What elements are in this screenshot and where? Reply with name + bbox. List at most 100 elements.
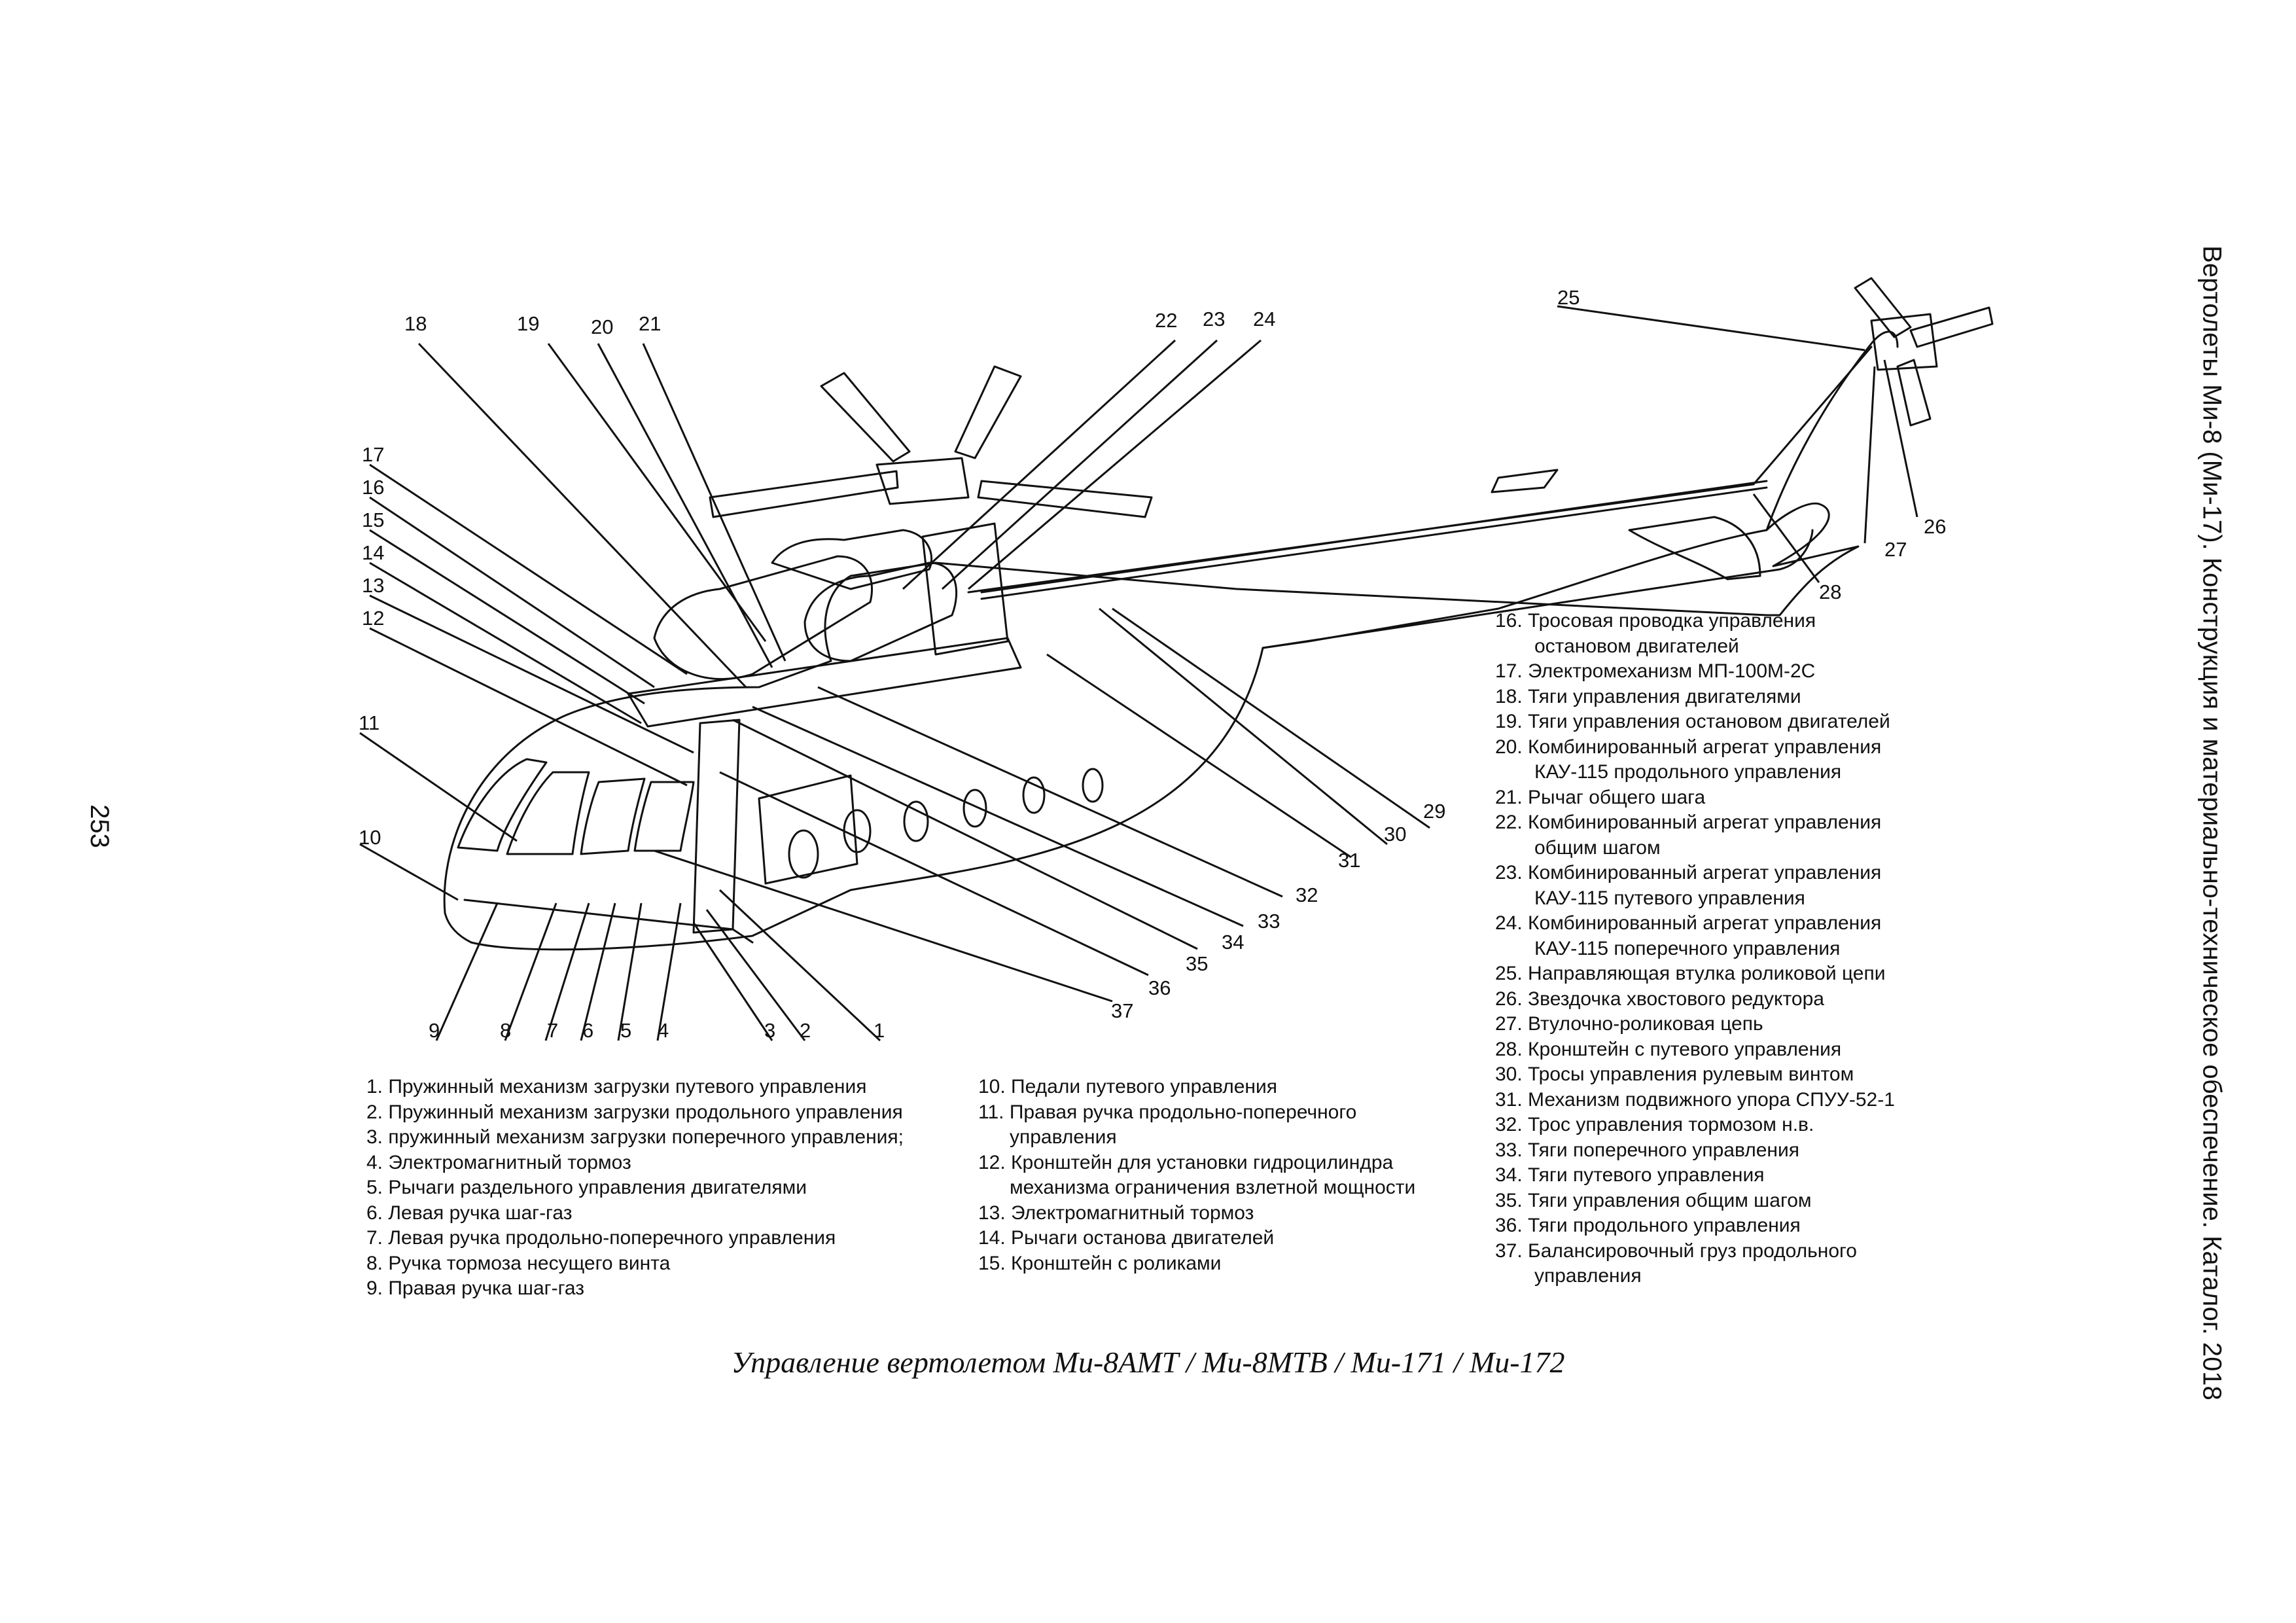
tail-rotor-hub xyxy=(1870,313,1938,371)
tail-rotor-blade xyxy=(1896,359,1932,427)
callout-28: 28 xyxy=(1819,580,1841,603)
legend-item: 11. Правая ручка продольно-поперечного xyxy=(978,1101,1357,1123)
tail-boom-lower xyxy=(1262,529,1814,649)
porthole xyxy=(843,809,872,853)
callout-11: 11 xyxy=(359,711,380,734)
callout-4: 4 xyxy=(658,1019,669,1042)
legend-item: 26. Звездочка хвостового редуктора xyxy=(1495,988,1824,1010)
callout-14: 14 xyxy=(362,541,384,564)
callout-8: 8 xyxy=(500,1019,511,1042)
tail-fin xyxy=(1765,330,1899,531)
legend-item: 25. Направляющая втулка роликовой цепи xyxy=(1495,963,1886,984)
legend-item: 14. Рычаги останова двигателей xyxy=(978,1227,1275,1249)
callout-34: 34 xyxy=(1222,931,1244,954)
callout-3: 3 xyxy=(764,1019,775,1042)
callout-17: 17 xyxy=(362,443,384,466)
callout-36: 36 xyxy=(1148,976,1171,999)
legend-item-continuation: управления xyxy=(1010,1126,1117,1148)
porthole xyxy=(788,829,819,879)
callout-27: 27 xyxy=(1884,538,1907,561)
legend-item: 27. Втулочно-роликовая цепь xyxy=(1495,1013,1763,1035)
legend-item: 13. Электромагнитный тормоз xyxy=(978,1202,1254,1224)
stabilizer-top xyxy=(1491,469,1559,493)
legend-item: 18. Тяги управления двигателями xyxy=(1495,685,1801,707)
legend-item: 1. Пружинный механизм загрузки путевого … xyxy=(366,1076,867,1097)
legend-item-continuation: остановом двигателей xyxy=(1534,635,1739,657)
callout-15: 15 xyxy=(362,508,384,531)
cockpit-window xyxy=(457,758,548,852)
callout-6: 6 xyxy=(582,1019,593,1042)
main-rotor-blade xyxy=(954,365,1022,459)
legend-item: 3. пружинный механизм загрузки поперечно… xyxy=(366,1126,904,1148)
legend-item: 36. Тяги продольного управления xyxy=(1495,1215,1801,1236)
porthole xyxy=(963,789,987,828)
legend-item-continuation: КАУ-115 путевого управления xyxy=(1534,887,1805,909)
callout-21: 21 xyxy=(639,312,661,335)
legend-item: 4. Электромагнитный тормоз xyxy=(366,1151,631,1173)
porthole xyxy=(903,800,929,842)
tail-rotor-blade xyxy=(1854,277,1912,338)
legend-item: 16. Тросовая проводка управления xyxy=(1495,610,1816,632)
legend-item-continuation: общим шагом xyxy=(1534,836,1661,859)
legend-item: 17. Электромеханизм МП-100М-2С xyxy=(1495,660,1816,682)
rotor-hub xyxy=(875,457,970,505)
stabilizer xyxy=(1628,516,1761,580)
callout-32: 32 xyxy=(1296,883,1318,906)
cockpit-window xyxy=(506,771,590,855)
callout-33: 33 xyxy=(1258,910,1280,933)
engine-right xyxy=(804,562,957,662)
legend-item: 31. Механизм подвижного упора СПУУ-52-1 xyxy=(1495,1088,1895,1111)
tail-rotor-blade xyxy=(1909,306,1994,348)
callout-37: 37 xyxy=(1111,999,1133,1022)
legend-column-2: 10. Педали путевого управления 11. Правая… xyxy=(978,1075,1415,1276)
legend-item: 34. Тяги путевого управления xyxy=(1495,1164,1765,1186)
legend-item: 2. Пружинный механизм загрузки продольно… xyxy=(366,1101,903,1123)
legend-item: 6. Левая ручка шаг-газ xyxy=(366,1202,573,1224)
callout-16: 16 xyxy=(362,476,384,499)
legend-item: 23. Комбинированный агрегат управления xyxy=(1495,862,1882,883)
main-rotor-blade xyxy=(977,480,1153,518)
tail-boom-upper xyxy=(967,346,1873,594)
callout-7: 7 xyxy=(547,1019,558,1042)
callout-2: 2 xyxy=(800,1019,811,1042)
callout-26: 26 xyxy=(1924,515,1946,538)
legend-column-3: 16. Тросовая проводка управления останово… xyxy=(1495,609,1895,1289)
legend-item: 35. Тяги управления общим шагом xyxy=(1495,1189,1812,1211)
callout-25: 25 xyxy=(1557,286,1580,309)
legend-item: 19. Тяги управления остановом двигателей xyxy=(1495,711,1890,732)
legend-item: 8. Ручка тормоза несущего винта xyxy=(366,1252,671,1274)
callout-23: 23 xyxy=(1203,308,1225,330)
legend-item: 20. Комбинированный агрегат управления xyxy=(1495,736,1882,758)
main-rotor-blade xyxy=(709,470,899,518)
legend-item: 5. Рычаги раздельного управления двигате… xyxy=(366,1177,807,1198)
floor-linkage xyxy=(463,899,754,944)
callout-20: 20 xyxy=(591,315,613,338)
cabin-door xyxy=(758,774,858,885)
callout-5: 5 xyxy=(620,1019,631,1042)
callout-19: 19 xyxy=(517,312,539,335)
callout-22: 22 xyxy=(1155,309,1177,332)
engine-deck xyxy=(627,637,1022,728)
legend-item: 15. Кронштейн с роликами xyxy=(978,1252,1222,1274)
main-rotor-blade xyxy=(820,372,911,463)
tail-control-rod xyxy=(980,486,1768,600)
engine-intake xyxy=(771,529,933,590)
figure-caption: Управление вертолетом Ми-8АМТ / Ми-8МТВ … xyxy=(731,1346,1565,1379)
callout-labels: 1 2 3 4 5 6 7 8 9 10 11 12 13 14 15 16 1… xyxy=(359,286,1946,1042)
engine-left xyxy=(653,555,874,680)
legend-item: 30. Тросы управления рулевым винтом xyxy=(1495,1063,1854,1085)
callout-30: 30 xyxy=(1384,823,1406,846)
legend-item: 37. Балансировочный груз продольного xyxy=(1495,1240,1857,1262)
legend-item: 7. Левая ручка продольно-поперечного упр… xyxy=(366,1227,836,1249)
legend-item: 12. Кронштейн для установки гидроцилиндр… xyxy=(978,1151,1394,1173)
callout-10: 10 xyxy=(359,826,381,849)
fuselage-outline xyxy=(443,502,1860,951)
callout-18: 18 xyxy=(404,312,427,335)
legend-item: 32. Трос управления тормозом н.в. xyxy=(1495,1114,1814,1135)
legend-item: 24. Комбинированный агрегат управления xyxy=(1495,912,1882,934)
legend-item-continuation: механизма ограничения взлетной мощности xyxy=(1010,1177,1416,1198)
tail-control-rod xyxy=(980,480,1768,594)
legend-item-continuation: КАУ-115 продольного управления xyxy=(1534,761,1842,783)
legend-item: 10. Педали путевого управления xyxy=(978,1076,1277,1097)
callout-35: 35 xyxy=(1186,952,1208,975)
